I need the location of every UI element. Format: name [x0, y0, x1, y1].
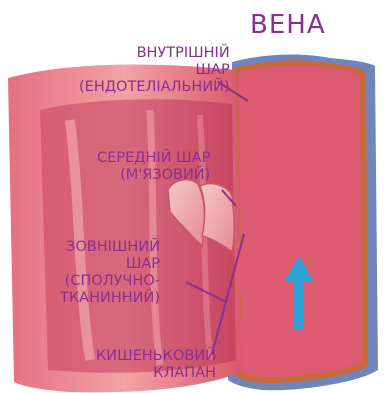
label-line: ШАР: [79, 62, 230, 79]
inner-layer-wall: [229, 66, 362, 377]
label-inner-layer: ВНУТРІШНІЙ ШАР (ЕНДОТЕЛІАЛЬНИЙ): [79, 45, 230, 96]
label-line: КИШЕНЬКОВИЙ: [96, 348, 216, 365]
label-line: ЗОВНІШНИЙ: [60, 239, 160, 256]
label-line: (СПОЛУЧНО-: [60, 273, 160, 290]
label-line: ШАР: [60, 256, 160, 273]
label-pocket-valve: КИШЕНЬКОВИЙ КЛАПАН: [96, 348, 216, 382]
label-outer-layer: ЗОВНІШНИЙ ШАР (СПОЛУЧНО- ТКАНИННИЙ): [60, 239, 160, 307]
label-line: (ЕНДОТЕЛІАЛЬНИЙ): [79, 79, 230, 96]
label-line: КЛАПАН: [96, 365, 216, 382]
label-middle-layer: СЕРЕДНІЙ ШАР (М'ЯЗОВИЙ): [97, 150, 210, 184]
label-line: СЕРЕДНІЙ ШАР: [97, 150, 210, 167]
label-line: (М'ЯЗОВИЙ): [97, 167, 210, 184]
label-line: ТКАНИННИЙ): [60, 290, 160, 307]
page-title: ВЕНА: [250, 10, 326, 40]
label-line: ВНУТРІШНІЙ: [79, 45, 230, 62]
